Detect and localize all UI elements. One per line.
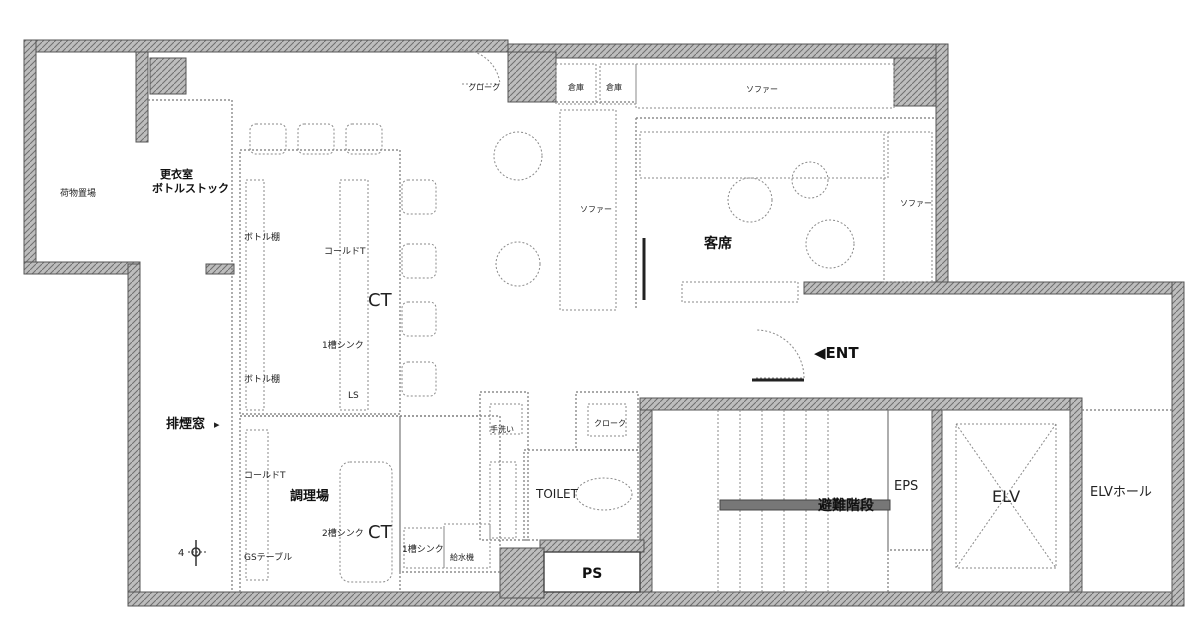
label-counter-upper: CT [368,290,393,311]
label-exhaust-window: 排煙窓 [166,416,205,432]
label-cloak-top: クローク [468,83,500,92]
label-toilet: TOILET [535,487,579,501]
label-box-b: 倉庫 [606,82,622,92]
label-seating: 客席 [703,235,732,252]
label-sink-1-upper: 1槽シンク [322,339,364,351]
label-bottle-shelf-upper: ボトル棚 [244,231,280,243]
label-elv-hall: ELVホール [1090,485,1152,500]
label-gas-table: GSテーブル [244,551,292,563]
label-bottle-shelf-lower: ボトル棚 [244,373,280,385]
label-elv: ELV [992,487,1020,506]
label-box-a: 倉庫 [568,82,584,92]
label-bottle-stock: ボトルストック [152,181,229,195]
label-sofa-top: ソファー [746,85,778,94]
label-cold-table-lower: コールドT [244,471,286,481]
label-ls: LS [348,391,359,401]
label-water-heater: 給水機 [450,552,474,562]
label-eps: EPS [894,479,918,494]
label-dressing-room: 更衣室 [160,167,193,181]
label-ps: PS [582,566,602,582]
label-kitchen: 調理場 [290,488,329,504]
label-left-storage: 荷物置場 [60,187,96,199]
furniture [188,49,933,592]
label-sofa-left: ソファー [580,205,612,214]
label-stairs: 避難階段 [818,497,874,514]
label-sink-1-lower: 1槽シンク [402,543,444,555]
label-sofa-right: ソファー [900,199,932,208]
room-labels: 荷物置場 更衣室 ボトルストック ボトル棚 コールドT CT 1槽シンク LS … [60,82,1152,582]
label-cloak-mid: クローク [594,419,626,428]
label-hand-wash: 手洗い [490,424,514,434]
label-counter-lower: CT [368,522,393,543]
partitions [148,63,1173,593]
label-sink-2: 2槽シンク [322,527,364,539]
exhaust-arrow-icon: ▸ [214,418,220,431]
outer-walls [23,39,1185,607]
label-cold-table-upper: コールドT [324,247,366,257]
label-marker-num: 4 [178,548,184,559]
label-entrance: ◀ENT [814,344,859,362]
